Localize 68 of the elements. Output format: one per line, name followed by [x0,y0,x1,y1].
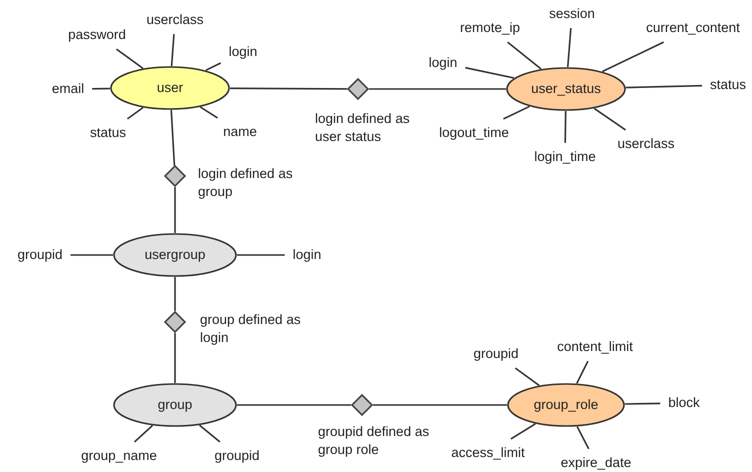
connector-line [465,66,514,79]
attribute-label: block [668,394,700,412]
connector-line [576,426,590,450]
attribute-label: access_limit [451,444,525,462]
connector-line [576,360,589,384]
attribute-label: email [52,80,84,98]
connector-line [116,48,144,69]
attribute-label: current_content [646,20,740,36]
attribute-label: userclass [146,12,204,28]
attribute-label: remote_ip [460,20,520,36]
attribute-label: logout_time [439,124,509,142]
attribute-label: login [292,246,322,264]
attribute-label: groupid [214,448,260,464]
connector-line [205,62,222,72]
connector-line [134,424,154,442]
connector-line [373,404,507,406]
attribute-label: userclass [617,136,675,152]
attribute-label: session [549,6,595,22]
attribute-label: groupid [17,246,63,264]
connector-line [230,88,348,90]
connector-line [174,333,176,383]
connector-line [594,108,626,131]
connector-line [237,404,351,406]
attribute-label: groupid [473,346,519,362]
connector-line [514,367,540,386]
connector-line [624,402,660,405]
connector-line [369,88,506,90]
attribute-label: content_limit [557,338,633,356]
connector-line [564,110,566,143]
entity-ellipse [113,383,237,427]
connector-line [503,106,530,120]
entity-ellipse [113,233,237,277]
entity-name: usergroup [144,246,206,264]
attribute-label: login [228,44,258,60]
entity-ellipse [506,67,626,111]
entity-name: group [158,396,192,414]
connector-line [174,187,176,233]
attribute-label: login [428,54,458,72]
attribute-label: status [90,124,126,142]
connector-line [626,84,702,88]
relationship-label: group defined as login [200,311,302,347]
connector-line [602,41,664,72]
attribute-label: name [223,124,257,140]
entity-name: group_role [534,396,598,414]
connector-line [170,34,175,66]
connector-line [199,424,220,443]
attribute-label: login_time [534,148,596,166]
connector-line [566,28,572,68]
connector-line [510,423,536,440]
relationship-label: login defined as group [198,165,294,201]
attribute-label: status [710,76,746,94]
connector-line [170,110,176,166]
relationship-label: login defined as user status [315,110,411,146]
connector-line [92,88,110,90]
relationship-label: groupid defined as group role [318,423,430,459]
entity-name: user [156,80,184,96]
connector-line [237,254,285,256]
attribute-label: group_name [81,448,157,464]
entity-ellipse [507,383,625,427]
connector-line [507,41,542,70]
connector-line [174,277,176,311]
entity-ellipse [110,66,230,110]
connector-line [126,106,144,120]
connector-line [200,106,218,119]
attribute-label: expire_date [560,454,632,472]
entity-name: user_status [531,80,601,98]
connector-line [70,254,113,256]
attribute-label: password [68,26,126,44]
